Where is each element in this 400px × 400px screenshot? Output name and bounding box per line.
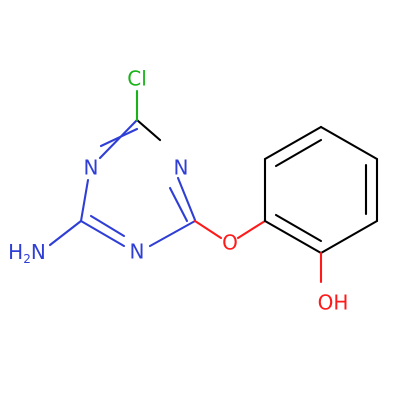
- bond-ph-c1-c2-inner: [274, 213, 323, 243]
- amine-h-label: H: [8, 240, 23, 264]
- bond-c2-nh2: [48, 219, 83, 247]
- bond-c6-n5: [148, 219, 197, 248]
- bond-n5-c2-inner: [89, 214, 126, 238]
- chlorine-label: Cl: [127, 67, 147, 91]
- bond-c6-o: [193, 219, 223, 240]
- substituent-bonds: [48, 89, 267, 247]
- bond-ph-c1-c2: [263, 219, 323, 255]
- bond-c4-n3: [135, 118, 162, 142]
- bond-ph-c5-c6: [263, 125, 323, 161]
- amine-h-count: 2: [23, 252, 31, 266]
- bond-n1-c4-inner: [99, 127, 139, 148]
- amine-group-label: H2N: [8, 240, 46, 266]
- bond-n3-c6: [176, 176, 197, 222]
- bond-ph-c5-c6-inner: [274, 138, 323, 168]
- atom-labels: Cl N N N O OH H2N: [8, 67, 348, 315]
- triazine-n-left-label: N: [84, 156, 99, 180]
- bond-n1-c4: [98, 118, 139, 160]
- amine-n-label: N: [31, 240, 46, 264]
- triazine-n-bottom-label: N: [130, 240, 145, 264]
- bond-o-c1prime: [236, 219, 267, 240]
- bond-n5-c2: [79, 219, 126, 248]
- ether-oxygen-label: O: [222, 231, 238, 255]
- phenol-ring: [263, 125, 379, 284]
- bond-ph-c2-c3: [319, 219, 379, 255]
- triazine-n-right-label: N: [174, 156, 189, 180]
- bond-n3-c6-inner: [168, 186, 189, 223]
- bond-c2-n1: [79, 178, 90, 223]
- triazine-ring: [79, 118, 197, 248]
- bond-ph-c4-c5: [319, 125, 379, 161]
- hydroxyl-label: OH: [318, 291, 349, 315]
